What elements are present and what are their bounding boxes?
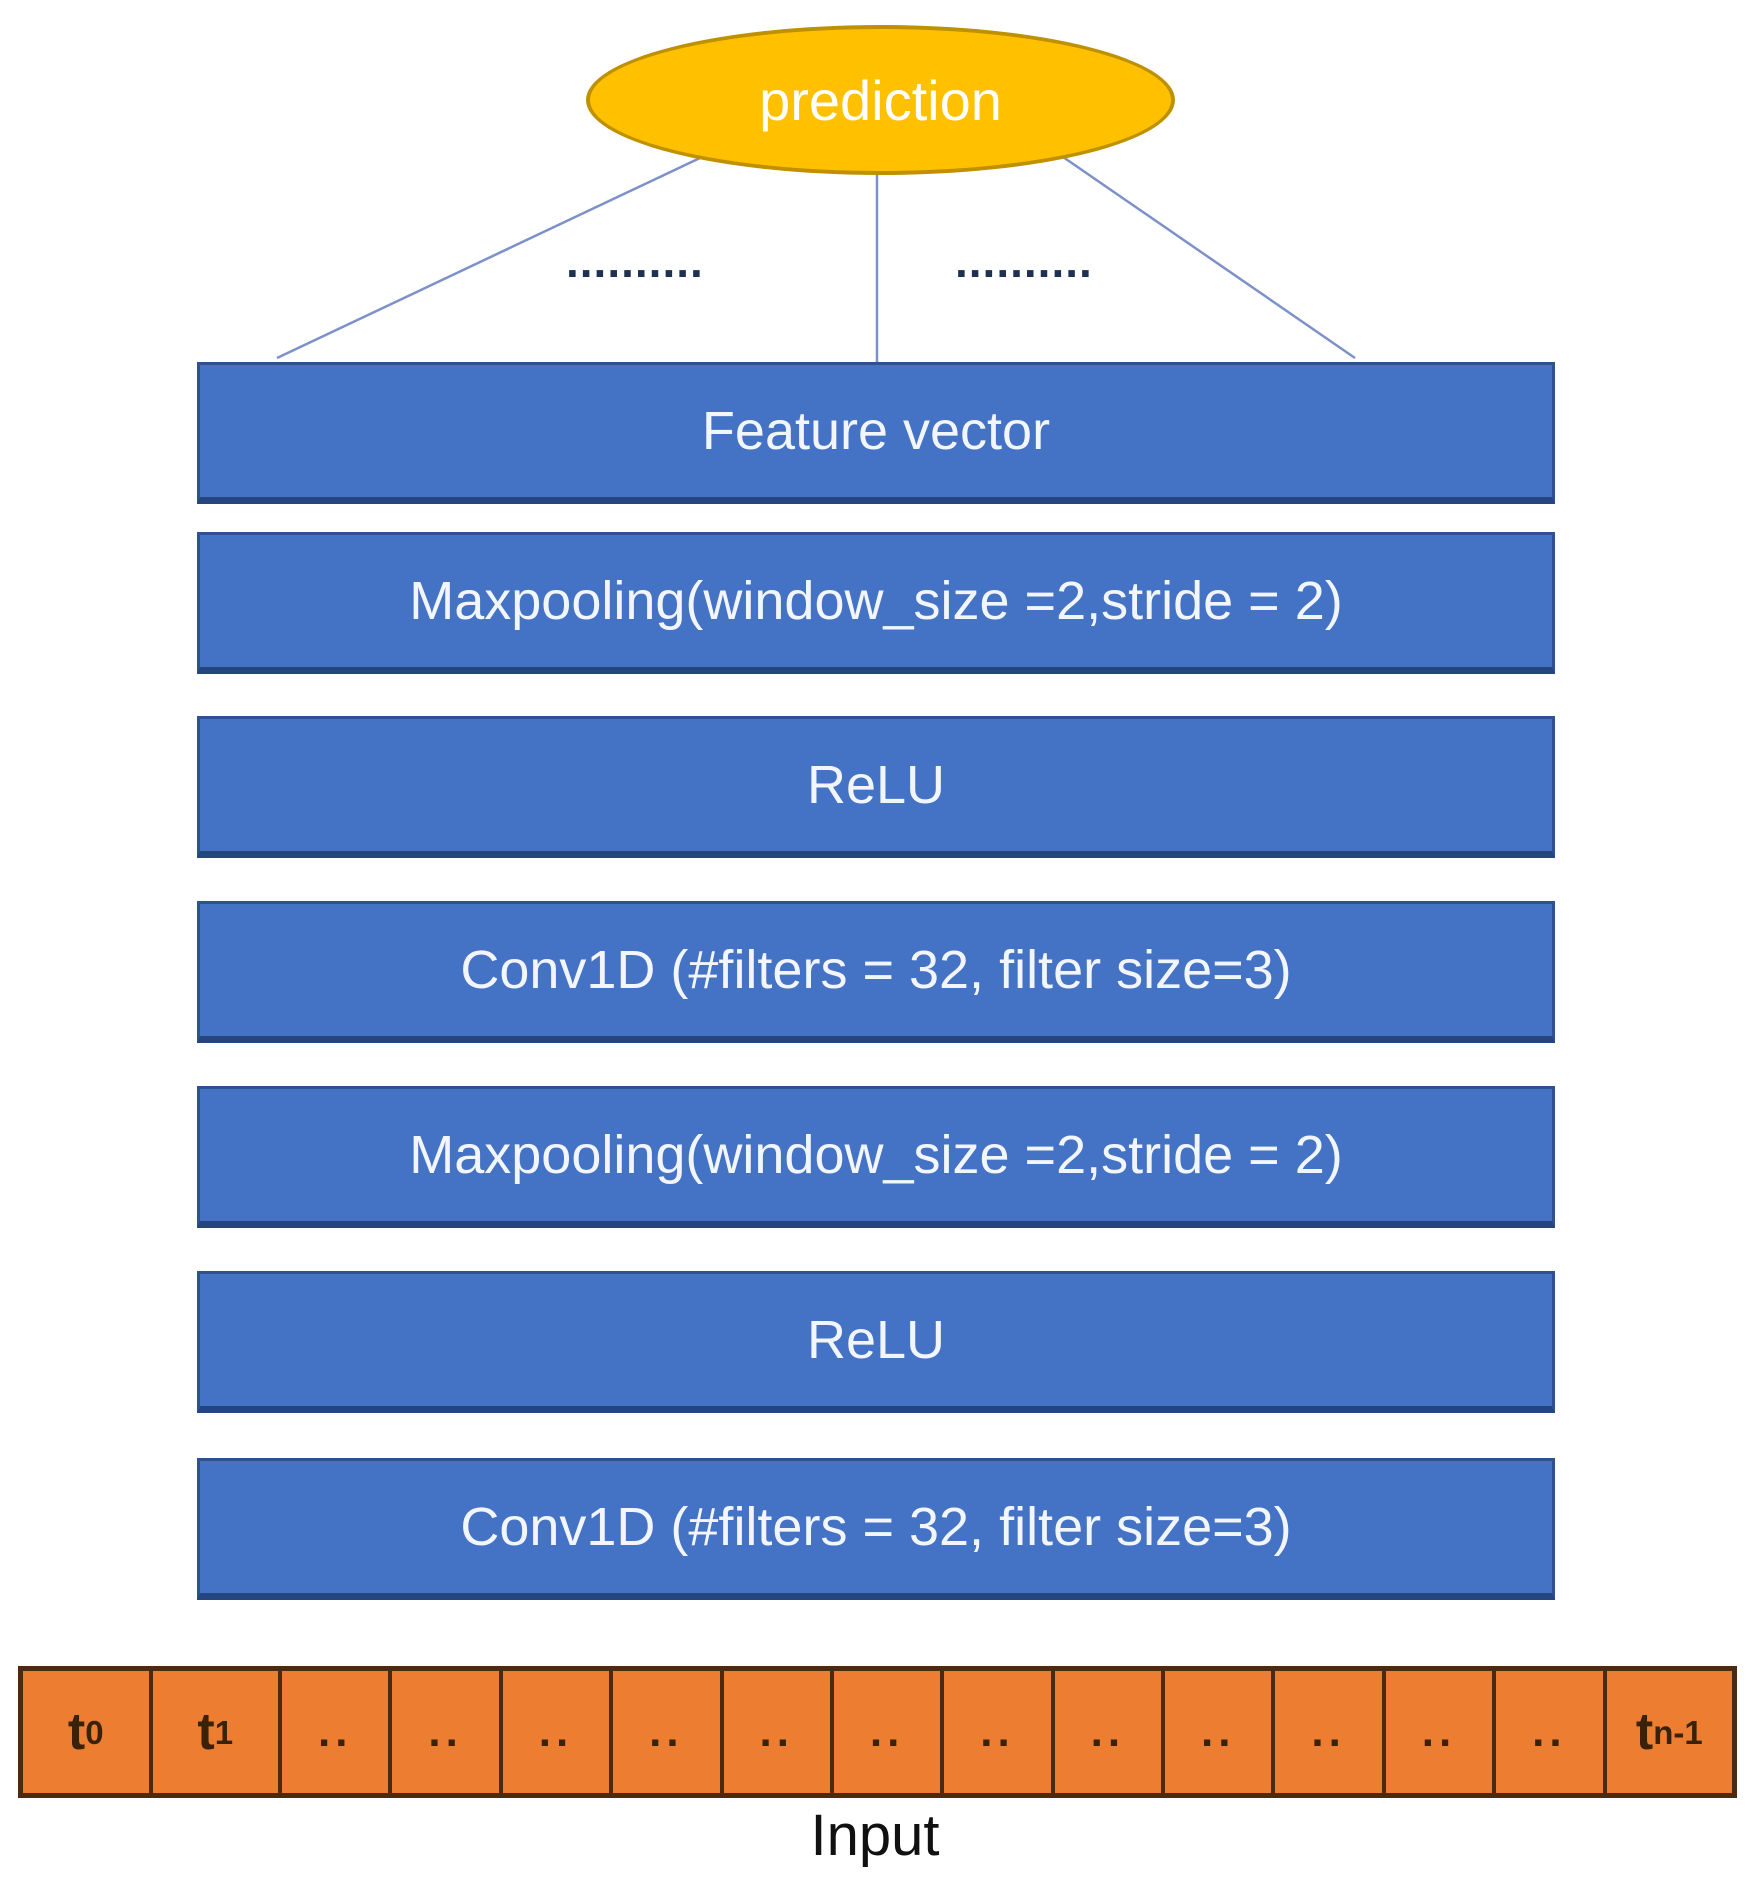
layer-relu-1: ReLU [197,1271,1555,1413]
prediction-node: prediction [586,25,1175,175]
input-cell-label: .. [538,1707,574,1756]
layer-conv1d-1: Conv1D (#filters = 32, filter size=3) [197,1458,1555,1600]
input-cell-label: .. [1532,1707,1567,1756]
input-cell-label: .. [759,1707,794,1756]
ellipsis-dots-left: .......... [566,235,704,287]
layer-label: Maxpooling(window_size =2,stride = 2) [409,571,1343,631]
input-cell-label: .. [1090,1707,1126,1756]
input-cell-dots: .. [1271,1671,1381,1793]
input-cell-label: t [67,1703,86,1761]
input-cell-label: .. [1200,1707,1236,1756]
layer-label: Conv1D (#filters = 32, filter size=3) [460,940,1292,1000]
input-cell-label: .. [317,1707,353,1756]
input-cell-dots: .. [719,1671,830,1793]
input-cell-dots: .. [940,1671,1050,1793]
input-cell-subscript: 1 [214,1713,234,1751]
layer-maxpooling-2: Maxpooling(window_size =2,stride = 2) [197,532,1555,674]
layer-label: ReLU [806,1310,946,1370]
input-cell-dots: .. [278,1671,388,1793]
layer-label: ReLU [806,755,946,815]
input-cell-label: .. [649,1707,684,1756]
input-cell-dots: .. [609,1671,719,1793]
input-cell-subscript: n-1 [1653,1713,1703,1751]
input-cell-label: .. [428,1707,463,1756]
input-cell-label: .. [1421,1707,1457,1756]
layer-feature-vector: Feature vector [197,362,1555,504]
input-cell-dots: .. [388,1671,498,1793]
input-cell-label: t [1635,1703,1654,1761]
input-cell-dots: .. [498,1671,609,1793]
input-cell-dots: .. [1050,1671,1161,1793]
input-cell-dots: .. [1381,1671,1492,1793]
layer-relu-2: ReLU [197,716,1555,858]
layer-conv1d-2: Conv1D (#filters = 32, filter size=3) [197,901,1555,1043]
layer-label: Maxpooling(window_size =2,stride = 2) [409,1125,1343,1185]
input-cell-label: .. [869,1707,905,1756]
input-caption: Input [810,1803,940,1868]
layer-label: Feature vector [701,401,1051,461]
prediction-node-label: prediction [759,68,1002,132]
layer-label: Conv1D (#filters = 32, filter size=3) [460,1497,1292,1557]
input-cell-dots: .. [1161,1671,1271,1793]
input-cell-dots: .. [829,1671,940,1793]
connector-left-line [276,156,701,360]
input-cell-label: .. [980,1707,1015,1756]
input-cell-dots: .. [1492,1671,1602,1793]
layer-maxpooling-1: Maxpooling(window_size =2,stride = 2) [197,1086,1555,1228]
input-cell-label: t [197,1703,215,1761]
input-cell-label: .. [1311,1707,1346,1756]
ellipsis-dots-right: .......... [955,235,1093,287]
connector-right-line [1049,146,1356,360]
input-cell-subscript: 0 [85,1713,104,1751]
